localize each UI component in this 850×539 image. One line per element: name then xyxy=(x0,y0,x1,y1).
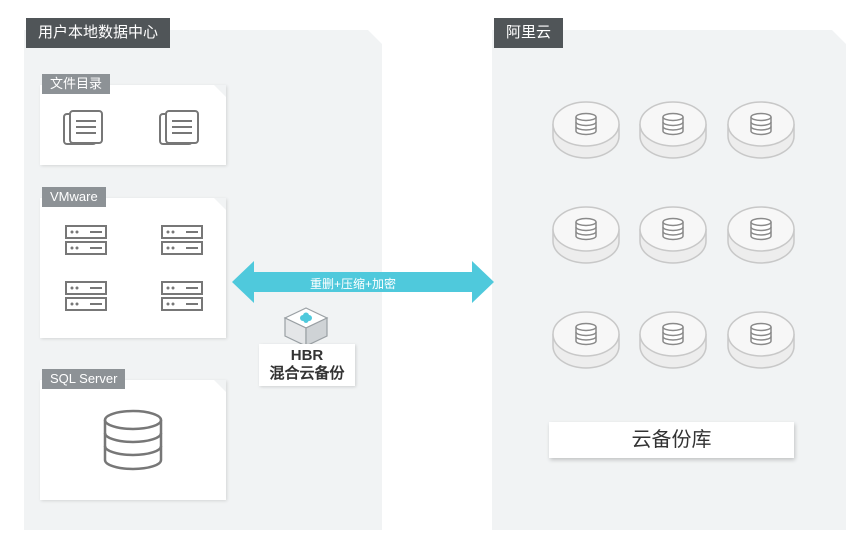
document-icon xyxy=(159,110,199,145)
storage-disk-icon xyxy=(727,206,795,264)
file-directory-title: 文件目录 xyxy=(42,74,111,94)
server-icon xyxy=(161,225,203,255)
bidirectional-arrow xyxy=(232,261,494,303)
server-icon xyxy=(161,281,203,311)
hbr-cube-icon xyxy=(283,307,329,347)
transfer-label: 重删+压缩+加密 xyxy=(310,277,397,291)
server-icon xyxy=(65,281,107,311)
vmware-card xyxy=(40,198,226,338)
storage-disk-icon xyxy=(727,311,795,369)
database-icon xyxy=(103,409,163,471)
storage-disk-icon xyxy=(639,311,707,369)
vmware-title: VMware xyxy=(42,187,106,207)
aliyun-title: 阿里云 xyxy=(494,18,564,48)
bidirectional-arrow-shape xyxy=(232,261,494,303)
hbr-product-name: HBR xyxy=(290,347,324,364)
storage-disk-icon xyxy=(639,206,707,264)
storage-disk-icon xyxy=(639,101,707,159)
hbr-product-desc: 混合云备份 xyxy=(269,365,345,382)
document-icon xyxy=(63,110,103,145)
storage-disk-icon xyxy=(727,101,795,159)
server-icon xyxy=(65,225,107,255)
cloud-backup-repository-label: 云备份库 xyxy=(549,422,794,458)
sql-server-title: SQL Server xyxy=(42,369,126,389)
storage-disk-icon xyxy=(552,206,620,264)
storage-disk-icon xyxy=(552,101,620,159)
storage-disk-icon xyxy=(552,311,620,369)
hbr-label: HBR 混合云备份 xyxy=(259,344,355,386)
local-datacenter-title: 用户本地数据中心 xyxy=(26,18,171,48)
